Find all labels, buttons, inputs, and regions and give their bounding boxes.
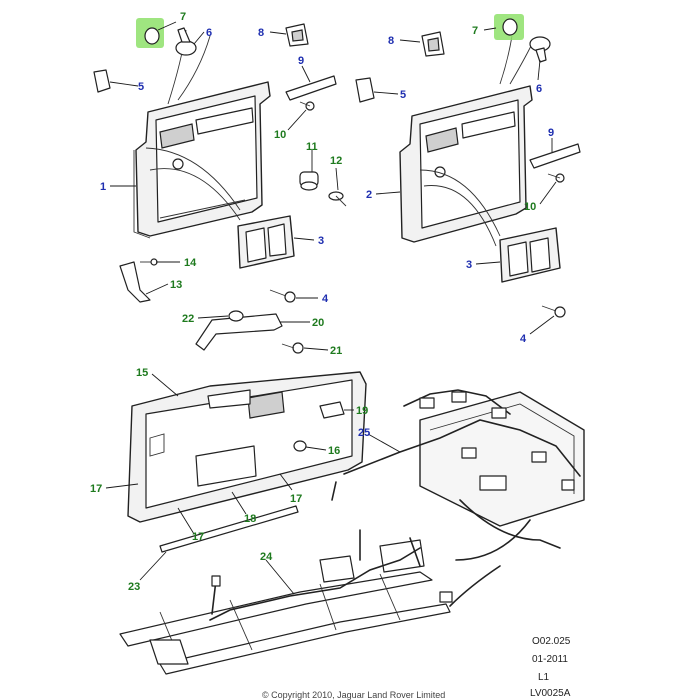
- callout-16: 16: [328, 445, 340, 457]
- callout-24: 24: [260, 551, 273, 563]
- callout-4-left: 4: [322, 293, 329, 305]
- clip-16: [293, 440, 307, 452]
- callout-17-right: 17: [290, 493, 302, 505]
- tailgate-trim-panel: [127, 371, 367, 523]
- stud-11: [299, 171, 319, 191]
- callout-19: 19: [356, 405, 368, 417]
- callout-4-right: 4: [520, 333, 527, 345]
- leader-lines: [105, 21, 557, 595]
- left-handle-bezel-8: [285, 23, 309, 47]
- grab-handle-20: [195, 313, 283, 351]
- callout-7-left: 7: [180, 11, 186, 23]
- right-screw-4: [541, 305, 566, 318]
- copyright-notice: © Copyright 2010, Jaguar Land Rover Limi…: [262, 690, 445, 700]
- callout-17-bottom: 17: [192, 531, 204, 543]
- chassis-harness-24: [209, 529, 421, 621]
- callout-18: 18: [244, 513, 256, 525]
- callout-3-right: 3: [466, 259, 472, 271]
- right-handle-surround-3: [499, 227, 561, 283]
- drawing-info-block: O02.025 01-2011 L1 LV0025A: [530, 636, 571, 699]
- callout-8-right: 8: [388, 35, 394, 47]
- callout-9-right: 9: [548, 127, 554, 139]
- callout-7-right: 7: [472, 25, 478, 37]
- drawing-date: 01-2011: [532, 654, 568, 665]
- callout-11: 11: [306, 141, 318, 153]
- callout-13: 13: [170, 279, 182, 291]
- drawing-level: L1: [538, 672, 550, 683]
- left-handle-surround-3: [237, 215, 295, 269]
- chassis-frame: [119, 539, 451, 675]
- callout-numbers: 7 6 8 9 5 10 11 12 1 3 14 13 4 8 7 5 6 2…: [90, 11, 554, 593]
- callout-22: 22: [182, 313, 194, 325]
- left-screw-4: [269, 289, 296, 303]
- cover-19: [319, 401, 345, 419]
- callout-9-left: 9: [298, 55, 304, 67]
- screw-21: [281, 342, 304, 354]
- callout-6-left: 6: [206, 27, 212, 39]
- callout-3-left: 3: [318, 235, 324, 247]
- fastener-12: [328, 191, 347, 207]
- callout-17-left: 17: [90, 483, 102, 495]
- callout-2: 2: [366, 189, 372, 201]
- callout-6-right: 6: [536, 83, 542, 95]
- left-bracket-5: [93, 69, 111, 93]
- callout-14: 14: [184, 257, 197, 269]
- screw-14: [140, 258, 158, 266]
- callout-15: 15: [136, 367, 148, 379]
- right-door-trim-panel: [399, 35, 533, 247]
- left-lever-9: [285, 75, 337, 101]
- callout-10-right: 10: [524, 201, 536, 213]
- right-handle-bezel-8: [421, 31, 445, 57]
- callout-8-left: 8: [258, 27, 264, 39]
- left-stud-6: [175, 27, 197, 56]
- drawing-code: O02.025: [532, 636, 571, 647]
- drawing-id: LV0025A: [530, 688, 571, 699]
- callout-5-left: 5: [138, 81, 144, 93]
- callout-23: 23: [128, 581, 140, 593]
- callout-10-left: 10: [274, 129, 286, 141]
- right-bracket-5: [355, 77, 375, 103]
- callout-21: 21: [330, 345, 342, 357]
- left-door-trim-panel: [133, 29, 271, 239]
- seal-18: [159, 505, 299, 553]
- callout-25: 25: [358, 427, 370, 439]
- left-screw-10: [299, 101, 315, 111]
- right-stud-6: [529, 36, 551, 63]
- left-clip-7-highlight: [136, 18, 164, 48]
- pull-13: [119, 261, 151, 303]
- right-screw-10: [547, 173, 565, 183]
- callout-5-right: 5: [400, 89, 406, 101]
- right-lever-9: [529, 143, 581, 169]
- wiring-harness-25: [331, 389, 585, 607]
- callout-1: 1: [100, 181, 106, 193]
- plug-22: [228, 310, 244, 322]
- right-clip-7-highlight: [494, 14, 524, 40]
- callout-12: 12: [330, 155, 342, 167]
- callout-20: 20: [312, 317, 324, 329]
